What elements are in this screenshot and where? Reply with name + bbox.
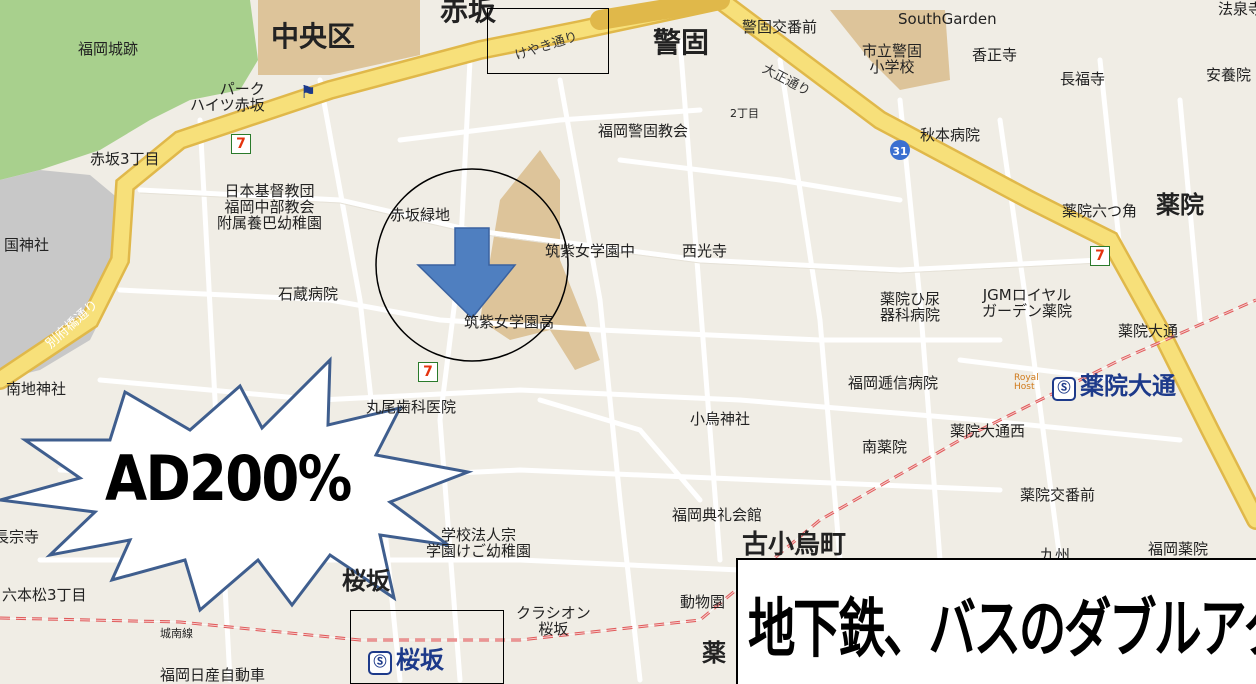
place-fukuoka-nissan: 福岡日産自動車 <box>160 666 266 684</box>
school-area <box>480 150 600 370</box>
access-banner-text: 地下鉄、バスのダブルアクセス。 <box>748 593 1256 667</box>
place-minami-shrine: 南地神社 <box>6 380 67 398</box>
place-fukuoka-pharmacy: 福岡薬院 <box>1148 540 1209 558</box>
place-park-heights: パーク ハイツ赤坂 <box>190 80 265 114</box>
place-minami-yakuin: 南薬院 <box>862 438 908 456</box>
district-keigo: 警固 <box>653 26 710 59</box>
street-outlines <box>139 192 1101 274</box>
place-chikushi-hs: 筑紫女学園高 <box>464 313 555 331</box>
place-yakuin-odori-nishi: 薬院大通西 <box>950 422 1026 440</box>
district-chuo-ku: 中央区 <box>271 20 356 53</box>
place-yakuin-urology: 薬院ひ尿 器科病院 <box>880 290 941 324</box>
place-yakuin-odori-label: 薬院大通 <box>1118 322 1179 340</box>
place-keigo-koban: 警固交番前 <box>742 18 818 36</box>
place-fukuoka-teishin: 福岡逓信病院 <box>848 374 939 392</box>
station-yakuin-odori-label: 薬院大通 <box>1080 372 1176 400</box>
place-chikushi-jh: 筑紫女学園中 <box>545 242 636 260</box>
place-southgarden: SouthGarden <box>898 10 997 28</box>
location-circle <box>375 168 569 362</box>
district-tan-top <box>258 0 420 75</box>
place-kokarasu-shrine: 小烏神社 <box>690 410 751 428</box>
place-akasaka-ryokuchi: 赤坂緑地 <box>390 206 451 224</box>
place-anyoji: 安養院 <box>1206 66 1252 84</box>
place-hoshoji: 法泉寺 <box>1218 0 1256 18</box>
place-koshoji: 香正寺 <box>972 46 1018 64</box>
place-gakko-hojin: 学校法人宗 学園けご幼稚園 <box>426 526 532 560</box>
place-keigo-elem: 市立警固 小学校 <box>862 42 923 76</box>
place-akasaka-3chome: 赤坂3丁目 <box>90 150 160 168</box>
route-31-label: 31 <box>892 145 907 158</box>
place-ishikura-hospital: 石蔵病院 <box>278 285 339 303</box>
place-chofukuji: 長福寺 <box>1060 70 1106 88</box>
elementary-area <box>830 10 950 90</box>
place-nihon-kirisuto: 日本基督教団 福岡中部教会 附属養巴幼稚園 <box>217 182 323 232</box>
access-banner: 地下鉄、バスのダブルアクセス。 <box>736 558 1256 684</box>
convenience-store-icon-2: 7 <box>418 362 438 382</box>
subway-station-icon-2: Ⓢ <box>1052 377 1076 401</box>
convenience-store-icon-3: 7 <box>1090 246 1110 266</box>
place-classion-sakurazaka: クラシオン 桜坂 <box>516 604 591 638</box>
place-yakuin-rokkaku: 薬院六つ角 <box>1062 202 1138 220</box>
place-temple-left: 長宗寺 <box>0 528 40 546</box>
place-rokuhommatsu: 六本松3丁目 <box>2 586 87 604</box>
convenience-store-icon: 7 <box>231 134 251 154</box>
district-yaku-partial: 薬 <box>702 638 726 667</box>
park-area <box>0 0 258 180</box>
flag-icon: ⚑ <box>300 82 317 103</box>
subway-station-icon: Ⓢ <box>368 651 392 675</box>
place-yakuin-koban: 薬院交番前 <box>1020 486 1096 504</box>
ad-burst-text: AD200% <box>105 442 352 515</box>
place-royal-host: Royal Host <box>1014 373 1039 393</box>
keyaki-highlight-box <box>487 8 609 74</box>
place-fukuoka-tenrei: 福岡典礼会館 <box>672 506 763 524</box>
place-keigo-church: 福岡警固教会 <box>598 122 689 140</box>
place-fukuoka-castle: 福岡城跡 <box>78 40 139 58</box>
major-roads <box>0 0 1256 530</box>
ad-burst-shape <box>0 356 474 613</box>
place-maruo-dental: 丸尾歯科医院 <box>366 398 457 416</box>
place-akimoto-hospital: 秋本病院 <box>920 126 981 144</box>
district-sakurazaka: 桜坂 <box>342 566 390 595</box>
place-jgm-royal: JGMロイヤル ガーデン薬院 <box>982 286 1073 320</box>
place-shrine-left: 国神社 <box>4 236 50 254</box>
route-31-shield <box>890 140 910 160</box>
district-yakuin: 薬院 <box>1156 190 1204 219</box>
place-dobutsuen: 動物園 <box>680 593 726 611</box>
place-2chome: 2丁目 <box>730 107 759 120</box>
location-arrow-icon <box>416 227 517 320</box>
place-saikoji: 西光寺 <box>682 242 728 260</box>
road-jonan-sen: 城南線 <box>160 627 193 640</box>
station-sakurazaka-label: 桜坂 <box>396 646 444 674</box>
district-kosaki-machi: 古小烏町 <box>742 530 847 560</box>
district-akasaka: 赤坂 <box>440 0 497 27</box>
